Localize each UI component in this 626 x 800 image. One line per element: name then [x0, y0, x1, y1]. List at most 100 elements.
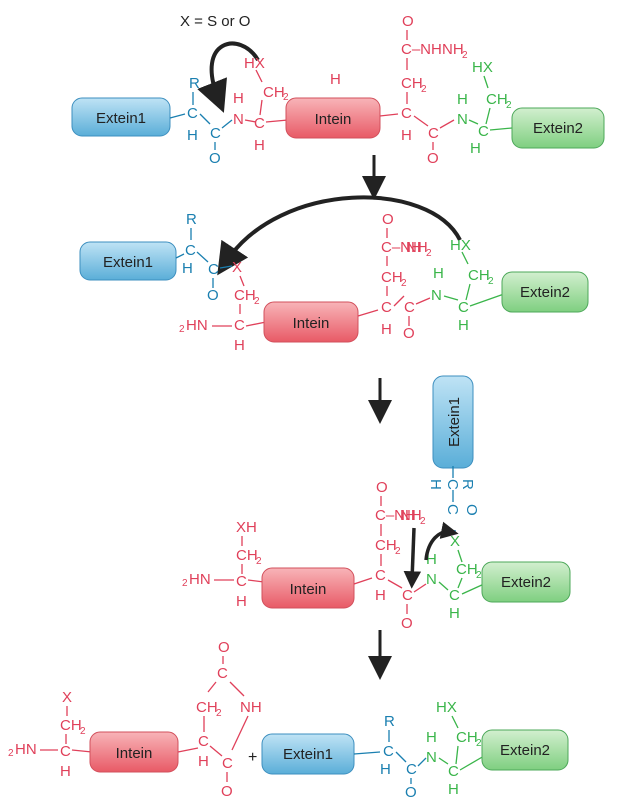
atom-o: O — [427, 150, 439, 167]
atom-c: C — [236, 573, 247, 590]
atom-h: H — [448, 781, 459, 798]
atom-o: O — [221, 783, 233, 800]
subscript-2: 2 — [179, 324, 185, 335]
atom-r: R — [459, 479, 476, 490]
atom-nh: NH — [400, 507, 422, 524]
atom-r: R — [186, 211, 197, 228]
atom-xh: XH — [236, 519, 257, 536]
step-2-thioester: Extein1 R C H C O X CH 2 C H 2 HN Intein… — [79, 195, 589, 354]
extein2-label: Extein2 — [501, 574, 551, 591]
extein2-box — [481, 561, 571, 603]
atom-c: C — [383, 743, 394, 760]
atom-hn: HN — [186, 317, 208, 334]
atom-c: C — [449, 587, 460, 604]
atom-nh: NH — [240, 699, 262, 716]
atom-o: O — [403, 325, 415, 342]
atom-o: O — [405, 784, 417, 800]
atom-ch2: CH — [381, 269, 403, 286]
atom-h: H — [330, 71, 341, 88]
subscript-2: 2 — [80, 726, 86, 737]
atom-x: X — [450, 533, 460, 550]
extein1-label: Extein1 — [96, 110, 146, 127]
atom-hx: HX — [472, 59, 493, 76]
atom-ch2: CH — [196, 699, 218, 716]
atom-h: H — [427, 479, 444, 490]
atom-o: O — [382, 211, 394, 228]
subscript-2: 2 — [426, 248, 432, 259]
atom-h: H — [198, 753, 209, 770]
atom-h: H — [182, 260, 193, 277]
subscript-2: 2 — [401, 278, 407, 289]
atom-c: C — [458, 299, 469, 316]
atom-c: C — [217, 665, 228, 682]
intein-label: Intein — [293, 315, 330, 332]
atom-n: N — [426, 749, 437, 766]
extein1-box — [79, 241, 177, 281]
atom-h: H — [458, 317, 469, 334]
atom-h: H — [401, 127, 412, 144]
nucleophilic-attack-arrow — [197, 41, 260, 113]
atom-r: R — [384, 713, 395, 730]
atom-c: C — [401, 105, 412, 122]
atom-hn: HN — [15, 741, 37, 758]
atom-o: O — [463, 504, 480, 516]
atom-c: C — [448, 763, 459, 780]
atom-ch2: CH — [456, 561, 478, 578]
atom-c: C — [428, 125, 439, 142]
extein2-box — [511, 107, 605, 149]
atom-c: C — [402, 587, 413, 604]
atom-h: H — [433, 265, 444, 282]
extein2-box — [481, 729, 569, 771]
subscript-2: 2 — [476, 738, 482, 749]
extein1-label: Extein1 — [103, 254, 153, 271]
atom-c: C — [444, 479, 461, 490]
intein-box — [263, 301, 359, 343]
atom-c: C — [198, 733, 209, 750]
atom-nh: NH — [406, 239, 428, 256]
atom-h: H — [457, 91, 468, 108]
bond-cleavage-arrow — [424, 521, 459, 561]
atom-ch2: CH — [375, 537, 397, 554]
subscript-2: 2 — [488, 276, 494, 287]
atom-h: H — [449, 605, 460, 622]
atom-x: X — [62, 689, 72, 706]
extein1-box — [71, 97, 171, 137]
atom-c: C — [185, 242, 196, 259]
subscript-2: 2 — [254, 296, 260, 307]
atom-h: H — [236, 593, 247, 610]
atom-h: H — [187, 127, 198, 144]
extein1-label: Extein1 — [446, 397, 463, 447]
atom-hx: HX — [436, 699, 457, 716]
atom-h: H — [470, 140, 481, 157]
atom-ch2: CH — [60, 717, 82, 734]
atom-c: C — [478, 123, 489, 140]
atom-ch2: CH — [401, 75, 423, 92]
atom-c-nh: C–NH — [401, 41, 442, 58]
atom-o: O — [218, 639, 230, 656]
atom-ch2: CH — [468, 267, 490, 284]
subscript-2: 2 — [420, 516, 426, 527]
subscript-2: 2 — [8, 748, 14, 759]
atom-o: O — [209, 150, 221, 167]
subscript-2: 2 — [476, 570, 482, 581]
subscript-2: 2 — [216, 708, 222, 719]
atom-h: H — [233, 90, 244, 107]
extein2-label: Extein2 — [500, 742, 550, 759]
atom-nh: NH — [442, 41, 464, 58]
atom-ch2: CH — [234, 287, 256, 304]
extein2-label: Extein2 — [533, 120, 583, 137]
atom-c: C — [406, 761, 417, 778]
subscript-2: 2 — [256, 556, 262, 567]
intein-box — [261, 567, 355, 609]
step-3-branched-intermediate: Extein1 C R H C O X CH 2 C H H N Extein2… — [182, 375, 571, 632]
atom-c-nh: C–NH — [375, 507, 416, 524]
atom-ch2: CH — [456, 729, 478, 746]
atom-o: O — [207, 287, 219, 304]
asparagine-cyclization-arrow — [403, 527, 422, 589]
plus-sign: + — [248, 749, 257, 766]
subscript-2: 2 — [421, 84, 427, 95]
step-4-products: X CH 2 C H 2 HN Intein O C CH 2 NH C H C… — [8, 639, 569, 800]
atom-r: R — [189, 75, 200, 92]
atom-c: C — [208, 261, 219, 278]
